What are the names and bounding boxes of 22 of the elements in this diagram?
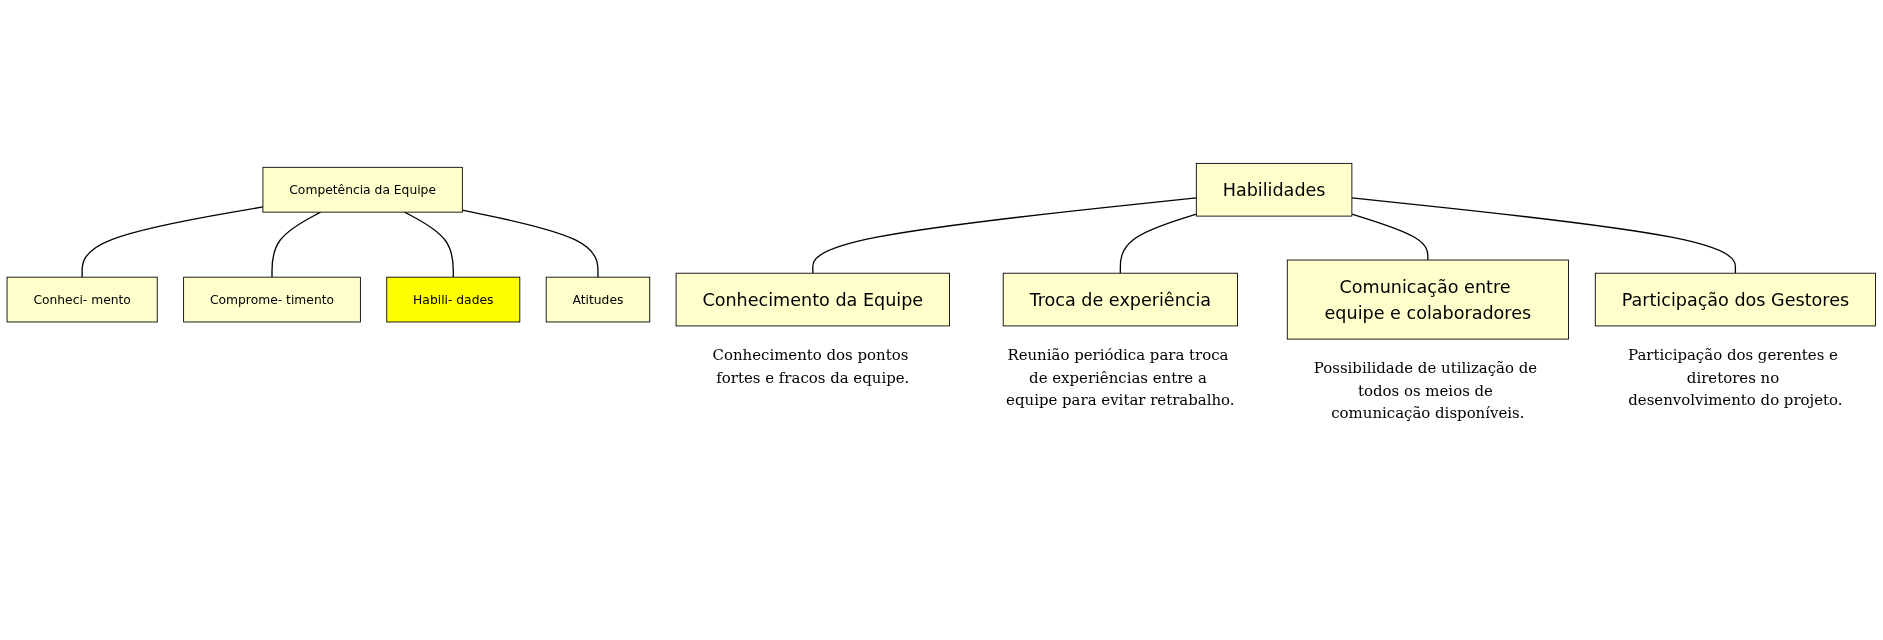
node-box: Competência da Equipe [262, 166, 463, 213]
node-label: Participação dos gerentes e diretores no desenvolvimento do projeto. [1628, 346, 1843, 409]
node-box: Habilidades [1195, 162, 1353, 217]
node-label: Reunião periódica para troca de experiências entre a equipe para evitar retrabalho. [1006, 346, 1235, 409]
connector [271, 211, 322, 278]
connector [461, 209, 599, 278]
connector [812, 197, 1197, 274]
connector [1351, 197, 1737, 274]
node-box: Habili- dades [386, 276, 521, 323]
node-box: Conheci- mento [6, 276, 158, 323]
node-box: Conhecimento da Equipe [675, 272, 950, 327]
connector [404, 211, 454, 278]
node-box: Participação dos Gestores [1594, 272, 1876, 327]
node-box: Troca de experiência [1002, 272, 1238, 327]
connector [1351, 213, 1429, 261]
node-label: Conhecimento dos pontos fortes e fracos da equipe. [712, 346, 910, 387]
node-label: Possibilidade de utilização de todos os meios de comunicação disponíveis. [1313, 359, 1538, 422]
node-box: Comunicação entre equipe e colaboradores [1286, 259, 1569, 340]
node-box: Atitudes [545, 276, 651, 323]
connector [81, 206, 264, 278]
connector [1119, 213, 1197, 274]
node-box: Comprome- timento [183, 276, 361, 323]
